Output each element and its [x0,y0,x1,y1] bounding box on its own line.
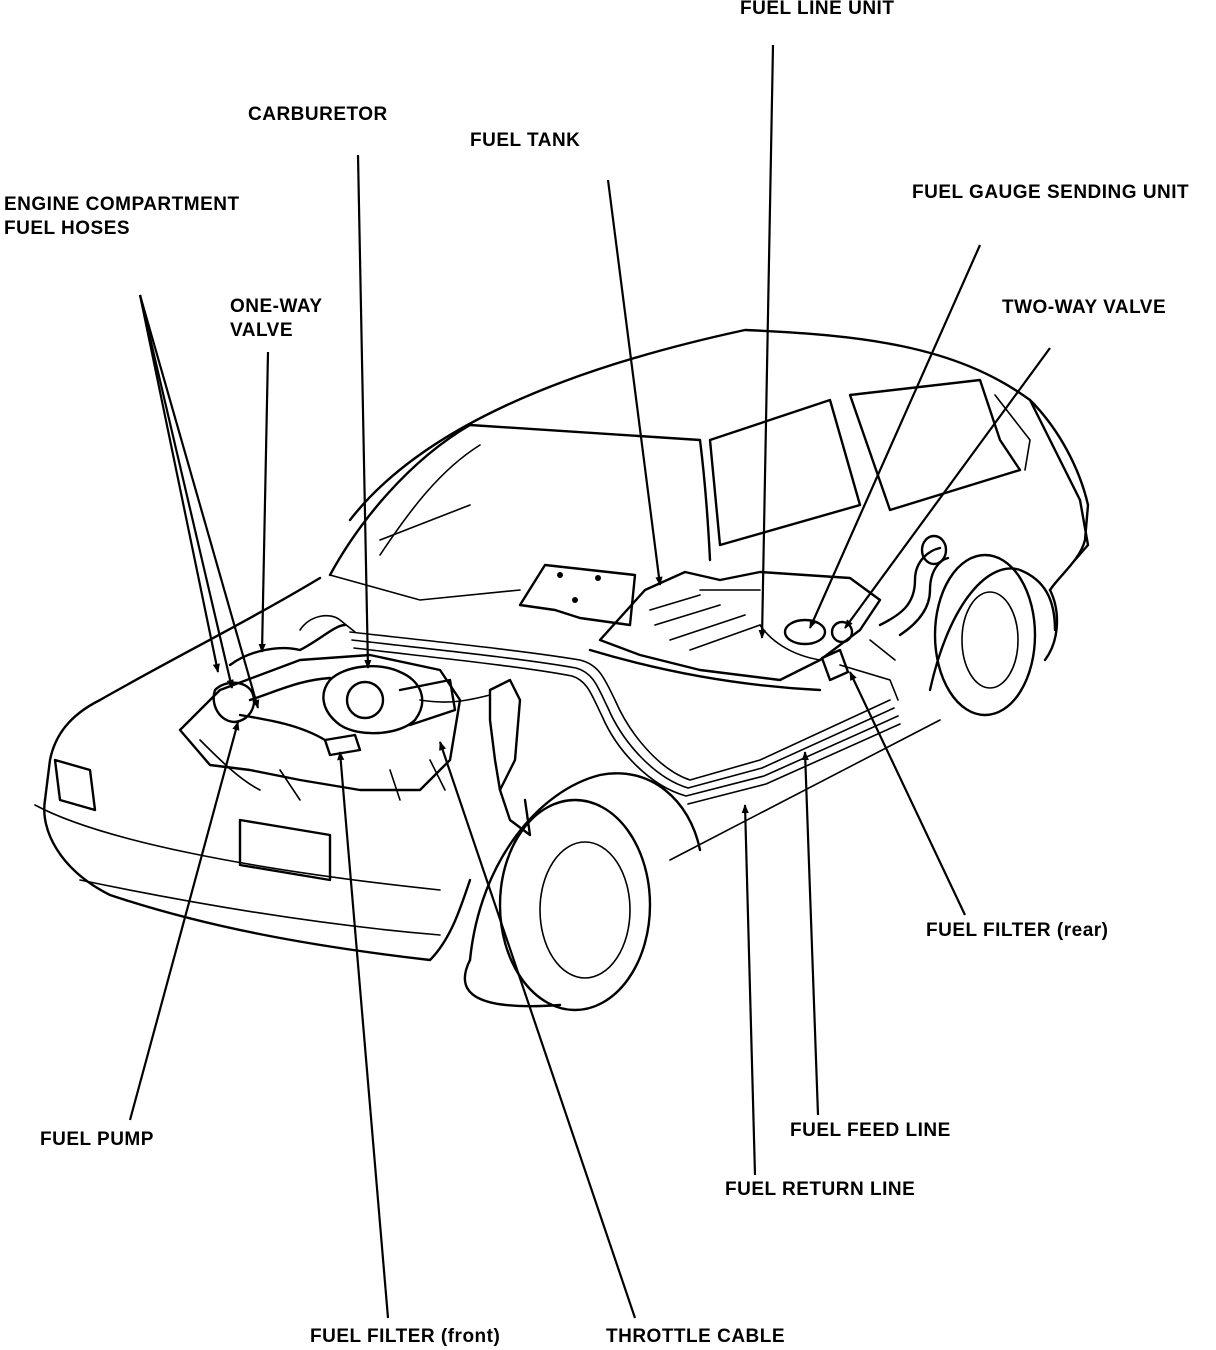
label-valve: VALVE [230,320,294,341]
rear-side-window [848,378,1022,512]
leader-lines [128,44,1051,1319]
leader-hose-3 [138,294,260,709]
label-fuel-gauge-sending-unit: FUEL GAUGE SENDING UNIT [912,182,1190,203]
leader-hose-1 [138,294,220,673]
front-wheel-rim [539,841,631,979]
label-fuel-hoses: FUEL HOSES [4,218,131,239]
leader-carburetor [356,154,372,669]
label-fuel-line-unit: FUEL LINE UNIT [740,0,895,19]
tank-body [598,570,882,682]
label-carburetor: CARBURETOR [248,104,388,125]
front-wheel [498,798,652,1012]
air-cleaner-snorkel [398,678,457,727]
fuel-hoses [228,623,347,742]
sending-unit [783,618,827,646]
carburetor-body [322,665,424,735]
leader-fuel-filter-rear [849,671,966,916]
front-end [43,798,472,962]
rear-quarter-window [994,394,1031,471]
leader-two-way-valve [844,347,1051,629]
throttle-bracket [488,678,522,792]
label-throttle-cable: THROTTLE CABLE [606,1326,786,1347]
car-body [34,328,1090,1012]
rear-hatch [1028,398,1090,562]
leader-sending-unit [808,244,982,629]
engine [178,614,532,837]
engine-detail [199,739,446,801]
tank-ribs [649,589,761,651]
side-sill [669,719,941,861]
tank-lower-edge [588,648,822,692]
two-way-valve-body [830,620,854,644]
bumper-lower [79,879,441,936]
label-fuel-filter-front: FUEL FILTER (front) [310,1326,501,1347]
headlight-left [53,758,97,812]
windshield-inner [379,444,481,556]
label-two-way-valve: TWO-WAY VALVE [1002,297,1167,318]
hood-edge [329,574,521,601]
rear-fender [1043,588,1059,662]
rear-wheel-rim [961,591,1019,689]
leader-fuel-return-line [741,804,757,1176]
rear-fuel-filter [820,648,850,682]
leader-fuel-line-unit [758,44,775,639]
leader-hose-2 [138,294,234,689]
leader-fuel-pump [128,721,240,1121]
label-one-way: ONE-WAY [230,296,323,317]
fuel-pump-body [212,681,256,724]
leader-fuel-feed-line [801,751,820,1116]
front-side-window [708,398,862,547]
windshield [328,423,712,577]
front-fuel-filter [323,733,362,757]
roof-outline [348,328,1090,592]
filler-neck [878,546,942,627]
tank-heat-shield [518,563,637,627]
fuel-tank [518,534,950,692]
leader-fuel-tank [606,179,663,586]
label-engine-compartment: ENGINE COMPARTMENT [4,194,240,215]
rear-wheel [933,553,1037,717]
label-fuel-return-line: FUEL RETURN LINE [725,1179,916,1200]
leader-fuel-filter-front [337,751,390,1319]
label-fuel-pump: FUEL PUMP [40,1129,154,1150]
rear-wheel-arch [928,567,1057,692]
leader-one-way-valve [258,351,270,653]
filler-cap [920,534,948,566]
wiper [379,504,471,541]
engine-block [178,653,462,792]
throttle-pedal-link [498,788,532,837]
label-fuel-feed-line: FUEL FEED LINE [790,1120,951,1141]
fuel-lines [349,631,901,805]
label-fuel-filter-rear: FUEL FILTER (rear) [926,920,1109,941]
bumper-line [34,804,441,891]
front-wheel-arch [468,772,702,962]
label-fuel-tank: FUEL TANK [470,130,581,151]
leader-throttle-cable [438,741,637,1319]
front-fender [463,958,562,1008]
headlight-right [238,818,332,882]
